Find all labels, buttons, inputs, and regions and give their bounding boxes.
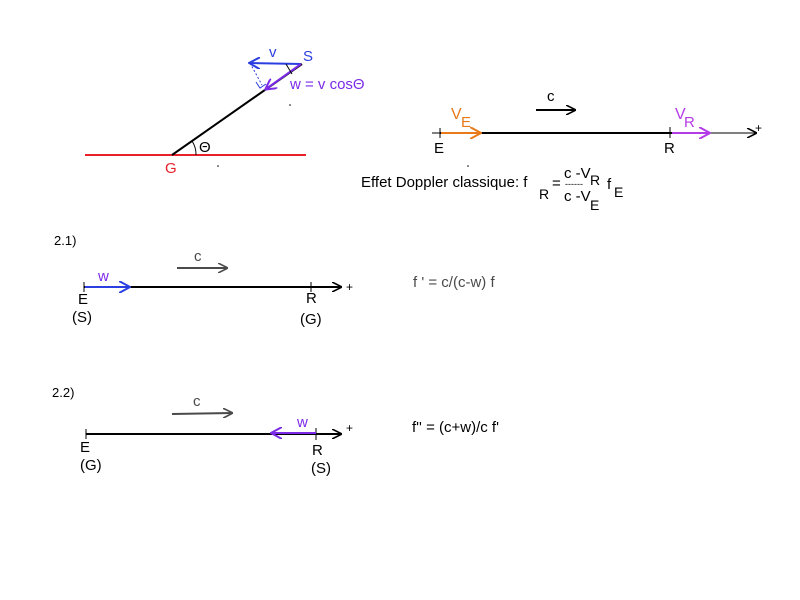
fig2-classical-doppler: c V E V R + E R Effet Doppler classique:… [361,88,762,213]
case-2-2: 2.2) c w + E (G) R (S) f'' = (c+w)/c f' [52,385,499,477]
R-label: R [664,140,675,157]
plus-label: + [346,280,353,294]
S-paren-label: (S) [311,460,331,477]
plus-label: + [346,421,353,435]
formula-2-2: f'' = (c+w)/c f' [412,419,499,436]
c-label: c [193,393,201,410]
w-arrow [266,63,302,89]
G-paren-label: (G) [80,457,102,474]
denominator-sub: E [590,197,599,213]
S-paren-label: (S) [72,309,92,326]
VE-V-label: V [451,106,462,123]
w-formula: w = v cosΘ [289,76,365,93]
fE-sub: E [614,184,623,200]
doppler-label: Effet Doppler classique: f [361,174,528,191]
w-label: w [296,414,308,431]
R-label: R [312,442,323,459]
dot-mark [467,165,469,167]
S-label: S [303,48,313,65]
formula-2-1: f ' = c/(c-w) f [413,274,495,291]
fraction-denominator: c -V [564,188,591,205]
fig1-geometry: v S w = v cosΘ Θ G [85,44,365,177]
right-angle-mark [255,81,267,89]
E-label: E [80,439,90,456]
G-label: G [165,160,177,177]
VR-sub-label: R [684,114,695,131]
numerator-sub: R [590,172,600,188]
v-label: v [269,44,277,61]
VE-sub-label: E [461,114,471,131]
fraction-line: ------ [565,179,583,189]
fraction-numerator: c -V [564,165,591,182]
case-2-2-label: 2.2) [52,385,74,400]
c-label: c [547,88,555,105]
c-label: c [194,248,202,265]
E-label: E [434,140,444,157]
E-label: E [78,291,88,308]
R-label: R [306,290,317,307]
w-label: w [97,268,109,285]
dot-mark [289,104,291,106]
dot-mark [217,165,219,167]
v-arrow [250,63,302,64]
c-arrow [171,413,232,414]
fE-label: f [607,176,612,193]
case-2-1: 2.1) c w + E (S) R (G) f ' = c/(c-w) f [54,233,495,328]
angle-tick-mark [285,63,293,75]
theta-label: Θ [199,139,211,156]
equals-sign: = [552,175,561,192]
fR-sub: R [539,186,549,202]
case-2-1-label: 2.1) [54,233,76,248]
angle-arc [191,140,197,156]
plus-label: + [755,121,762,135]
projection-dashed-line [249,62,263,86]
G-paren-label: (G) [300,311,322,328]
VR-V-label: V [675,106,686,123]
